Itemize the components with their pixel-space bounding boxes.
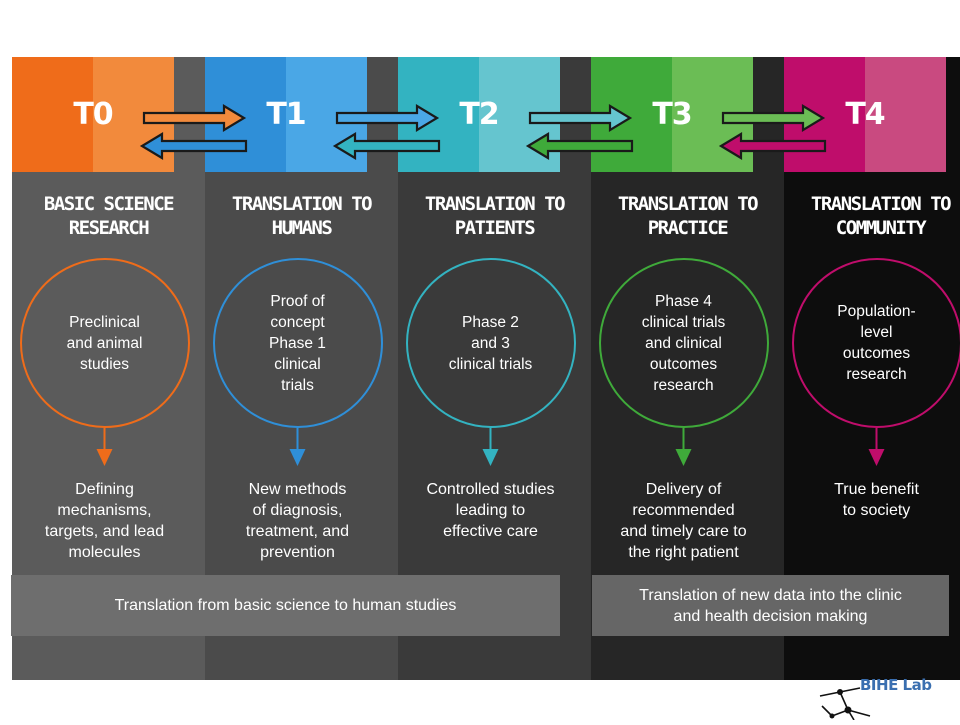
stage-heading-line: RESEARCH: [12, 216, 205, 240]
back-arrow-t1: [142, 134, 246, 158]
stage-heading-line: TRANSLATION TO: [205, 192, 398, 216]
stage-outcome-line: the right patient: [587, 542, 780, 563]
stage-outcome-line: New methods: [201, 479, 394, 500]
circle-text-line: outcomes: [815, 343, 939, 364]
stage-outcome-line: Defining: [8, 479, 201, 500]
stage-outcome-line: targets, and lead: [8, 521, 201, 542]
stage-outcome-line: molecules: [8, 542, 201, 563]
banner-text-line: Translation of new data into the clinic: [592, 585, 949, 606]
circle-text-line: and clinical: [622, 333, 746, 354]
stage-outcome-line: treatment, and: [201, 521, 394, 542]
circle-text-line: Phase 4: [622, 291, 746, 312]
circle-text-line: and animal: [43, 333, 167, 354]
back-arrow-t2: [335, 134, 439, 158]
circle-text-line: Proof of: [236, 291, 360, 312]
stage-heading-line: PRACTICE: [591, 216, 784, 240]
back-arrow-t4: [721, 134, 825, 158]
forward-arrow-t2: [530, 106, 630, 130]
translation-banner-1: Translation from basic science to human …: [11, 575, 560, 636]
stage-outcome-line: Controlled studies: [394, 479, 587, 500]
stage-heading-line: BASIC SCIENCE: [12, 192, 205, 216]
down-arrow-head: [290, 449, 306, 466]
circle-text-line: Preclinical: [43, 312, 167, 333]
circle-text-line: clinical trials: [622, 312, 746, 333]
stage-outcome-line: True benefit: [780, 479, 960, 500]
bihe-lab-logo: BIHE Lab: [810, 676, 960, 720]
forward-arrow-t0: [144, 106, 244, 130]
stage-outcome-line: effective care: [394, 521, 587, 542]
back-arrow-t3: [528, 134, 632, 158]
circle-text-line: Population-: [815, 301, 939, 322]
stage-outcome-line: and timely care to: [587, 521, 780, 542]
stage-heading-line: HUMANS: [205, 216, 398, 240]
circle-text-line: trials: [236, 375, 360, 396]
circle-text-line: clinical trials: [429, 354, 553, 375]
circle-text-line: outcomes: [622, 354, 746, 375]
stage-outcome-line: of diagnosis,: [201, 500, 394, 521]
forward-arrow-t3: [723, 106, 823, 130]
circle-text-line: research: [815, 364, 939, 385]
stage-heading-line: PATIENTS: [398, 216, 591, 240]
stage-outcome-line: mechanisms,: [8, 500, 201, 521]
circle-text-line: clinical: [236, 354, 360, 375]
stage-outcome-line: leading to: [394, 500, 587, 521]
down-arrow-head: [97, 449, 113, 466]
stage-outcome-line: Delivery of: [587, 479, 780, 500]
down-arrow-head: [869, 449, 885, 466]
logo-text: BIHE Lab: [860, 676, 931, 694]
circle-text-line: and 3: [429, 333, 553, 354]
stage-outcome-line: prevention: [201, 542, 394, 563]
stage-heading-line: TRANSLATION TO: [784, 192, 960, 216]
circle-text-line: studies: [43, 354, 167, 375]
circle-text-line: level: [815, 322, 939, 343]
circle-text-line: research: [622, 375, 746, 396]
forward-arrow-t1: [337, 106, 437, 130]
stage-outcome-line: to society: [780, 500, 960, 521]
down-arrow-head: [483, 449, 499, 466]
stage-heading-line: COMMUNITY: [784, 216, 960, 240]
banner-text-line: and health decision making: [592, 606, 949, 627]
banner-text-line: Translation from basic science to human …: [11, 595, 560, 616]
circle-text-line: Phase 2: [429, 312, 553, 333]
stage-heading-line: TRANSLATION TO: [398, 192, 591, 216]
circle-text-line: concept: [236, 312, 360, 333]
down-arrow-head: [676, 449, 692, 466]
stage-outcome-line: recommended: [587, 500, 780, 521]
stage-heading-line: TRANSLATION TO: [591, 192, 784, 216]
circle-text-line: Phase 1: [236, 333, 360, 354]
